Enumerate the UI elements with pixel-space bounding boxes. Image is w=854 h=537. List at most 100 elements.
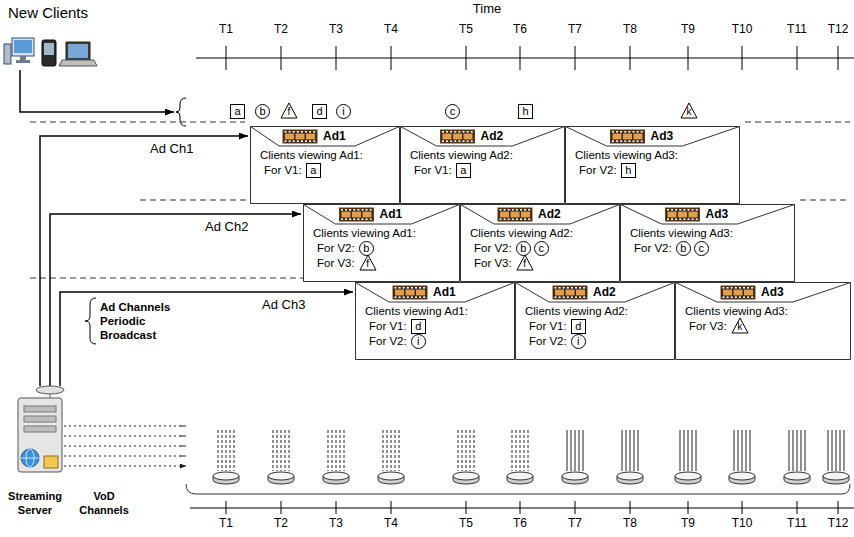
film-frame [723,290,732,296]
film-hole [463,131,465,133]
film-hole [467,140,469,142]
client-letter: c [446,105,459,118]
time-axis [190,508,854,509]
client-request: d [571,319,586,334]
envelope-body [461,205,620,282]
vod-disc [675,430,701,484]
film-frame [443,134,452,140]
video-line: For V3: [317,256,355,270]
time-label: T9 [681,516,695,530]
envelope-body [251,127,400,204]
film-hole [747,296,749,298]
envelope-flap [676,283,851,303]
envelope-body [356,283,515,360]
film-hole [671,218,673,220]
film-hole [520,209,522,211]
film-hole [727,296,729,298]
ad-envelope: Ad3Clients viewing Ad3:For V2:h [565,126,740,204]
client-letter: a [457,164,470,177]
film-hole [407,287,409,289]
film-frame [668,212,677,218]
film-hole [293,140,295,142]
server-label: Streaming Server [2,489,68,517]
film-hole [512,218,514,220]
film-frame [511,212,520,218]
triangle-shape [732,318,748,333]
film-hole [362,209,364,211]
film-hole [419,296,421,298]
client-letter: i [572,335,585,348]
film-hole [471,131,473,133]
film-hole [423,287,425,289]
client-request: b [676,241,691,256]
film-hole [731,287,733,289]
film-hole [739,287,741,289]
film-hole [471,140,473,142]
film-hole [583,296,585,298]
time-label: T7 [568,22,582,36]
client-letter: f [516,258,534,270]
film-hole [403,296,405,298]
film-frame [363,212,372,218]
film-frame [678,212,687,218]
vod-stream [64,426,184,466]
video-line: For V2: [579,163,617,177]
film-hole [512,209,514,211]
film-hole [500,209,502,211]
time-label: T2 [274,22,288,36]
film-frame [744,290,753,296]
envelope-body [516,283,675,360]
film-frame [464,134,473,140]
film-hole [289,131,291,133]
film-frame [285,134,294,140]
film-hole [454,140,456,142]
client-letter: k [731,321,749,333]
client-request: c [534,241,549,256]
channel-feed [60,292,353,386]
ad-title: Ad1 [380,207,403,221]
client-request: a [456,163,471,178]
film-hole [293,131,295,133]
time-label: T10 [732,516,753,530]
envelope-flap [621,205,795,225]
channel-label: Ad Ch1 [150,142,193,156]
time-axis [196,58,854,59]
video-line: For V1: [414,163,452,177]
film-hole [508,218,510,220]
viewer-heading: Clients viewing Ad1: [313,226,416,240]
film-hole [524,218,526,220]
client-letter: d [313,105,326,118]
envelope-flap [566,127,740,147]
film-hole [366,209,368,211]
triangle-shape [360,255,376,270]
client-letter: c [695,242,708,255]
film-icon [553,286,587,299]
film-hole [559,296,561,298]
film-hole [297,131,299,133]
time-label: T5 [459,22,473,36]
film-hole [403,287,405,289]
laptop-icon [59,42,97,66]
client-request: d [411,319,426,334]
film-hole [633,140,635,142]
film-hole [442,131,444,133]
time-label: T9 [681,22,695,36]
client-request: i [336,104,351,119]
film-hole [688,209,690,211]
film-hole [731,296,733,298]
video-line: For V1: [529,319,567,333]
time-label: T11 [787,22,807,36]
envelope-body [304,205,460,282]
film-hole [305,140,307,142]
client-letter: a [307,164,320,177]
client-request: b [516,241,531,256]
film-hole [675,218,677,220]
film-hole [357,218,359,220]
envelope-body [621,205,795,282]
film-hole [567,296,569,298]
film-hole [309,131,311,133]
film-hole [671,209,673,211]
film-hole [313,140,315,142]
ad-title: Ad2 [481,129,504,143]
